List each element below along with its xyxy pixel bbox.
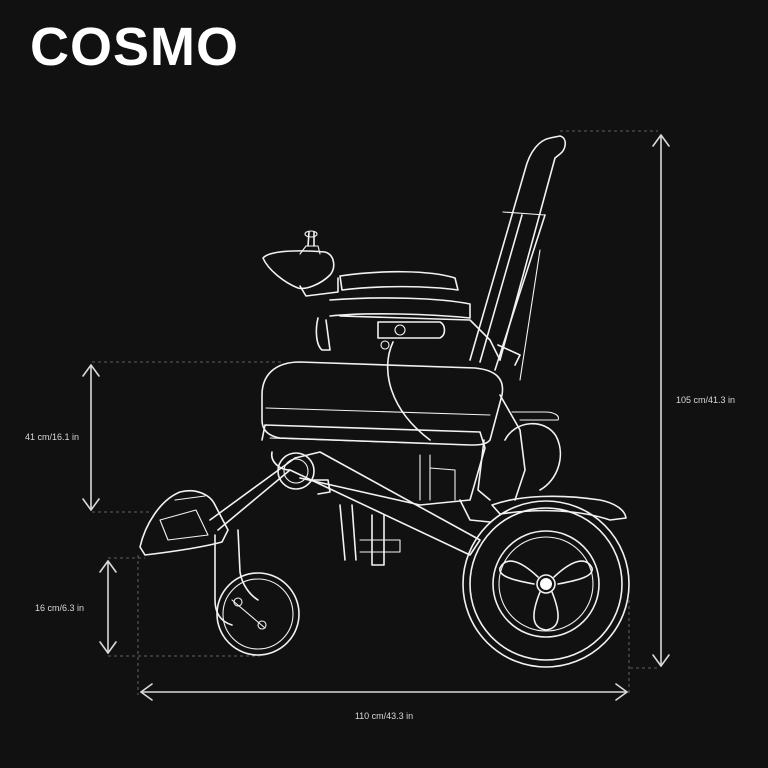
- total-height-label: 105 cm/41.3 in: [676, 395, 735, 405]
- dimension-guides: [92, 130, 658, 695]
- footrest-height-label: 16 cm/6.3 in: [35, 603, 84, 613]
- product-title: COSMO: [30, 17, 240, 77]
- rear-wheel: [462, 500, 630, 668]
- length-dimension-arrow: [140, 683, 628, 701]
- rear-wheel-hub: [540, 578, 552, 590]
- joystick-controller: [262, 230, 339, 297]
- armrest: [315, 270, 501, 441]
- frame: [209, 451, 491, 566]
- front-caster: [214, 529, 300, 656]
- footrest-height-dimension-arrow: [99, 560, 117, 654]
- footrest: [139, 489, 229, 556]
- anti-tip-wheel: [504, 411, 562, 491]
- battery-block: [261, 424, 486, 506]
- height-dimension-arrow: [652, 134, 670, 667]
- seat-height-label: 41 cm/16.1 in: [25, 432, 79, 442]
- total-length-label: 110 cm/43.3 in: [355, 711, 413, 721]
- seat-height-dimension-arrow: [82, 364, 100, 511]
- rear-fender: [491, 495, 627, 521]
- seat-cushion: [261, 361, 504, 446]
